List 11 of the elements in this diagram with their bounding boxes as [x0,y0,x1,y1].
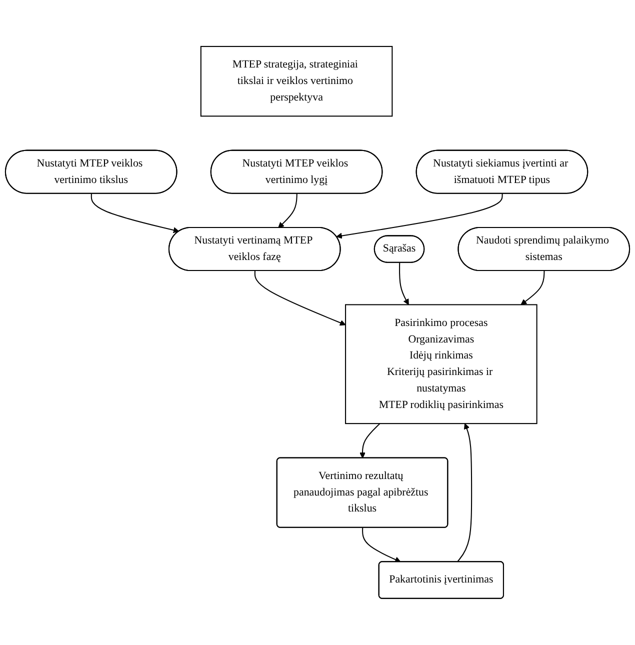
node-box: MTEP strategija, strateginiai tikslai ir veiklos vertinimo perspektyva [200,46,393,117]
arrow [362,528,401,562]
arrow [399,262,409,305]
arrow [456,423,472,562]
arrow [90,194,180,234]
node-box: Pasirinkimo procesas Organizavimas Idėjų rinkimas Kriterijų pasirinkimas ir nustatymas MTEP rodiklių pasirinkimas [345,304,538,424]
arrow [336,194,503,239]
arrow [360,423,380,458]
arrow [520,270,545,305]
arrow [254,270,346,326]
arrow [278,194,298,228]
